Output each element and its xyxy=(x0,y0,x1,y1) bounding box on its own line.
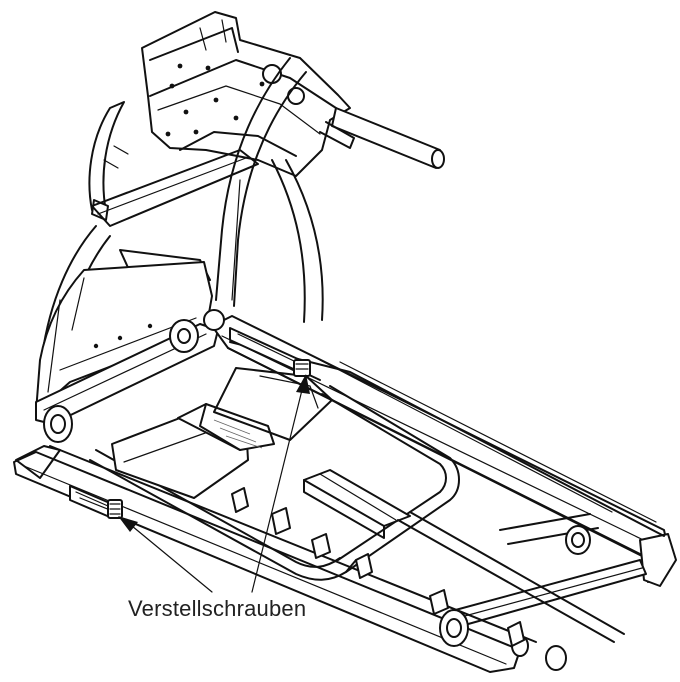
callout-label: Verstellschrauben xyxy=(128,596,307,621)
right-upright xyxy=(215,57,324,323)
callout-arrow-right xyxy=(251,374,310,593)
callout-arrow-left xyxy=(118,516,213,593)
console-housing xyxy=(141,11,445,177)
adjustment-screw-right xyxy=(229,327,311,377)
adjustment-screw-left xyxy=(69,485,123,519)
main-frame xyxy=(13,315,677,673)
roller-feet xyxy=(43,309,591,671)
bottom-plate xyxy=(111,367,333,499)
inner-u-frame xyxy=(89,351,625,643)
